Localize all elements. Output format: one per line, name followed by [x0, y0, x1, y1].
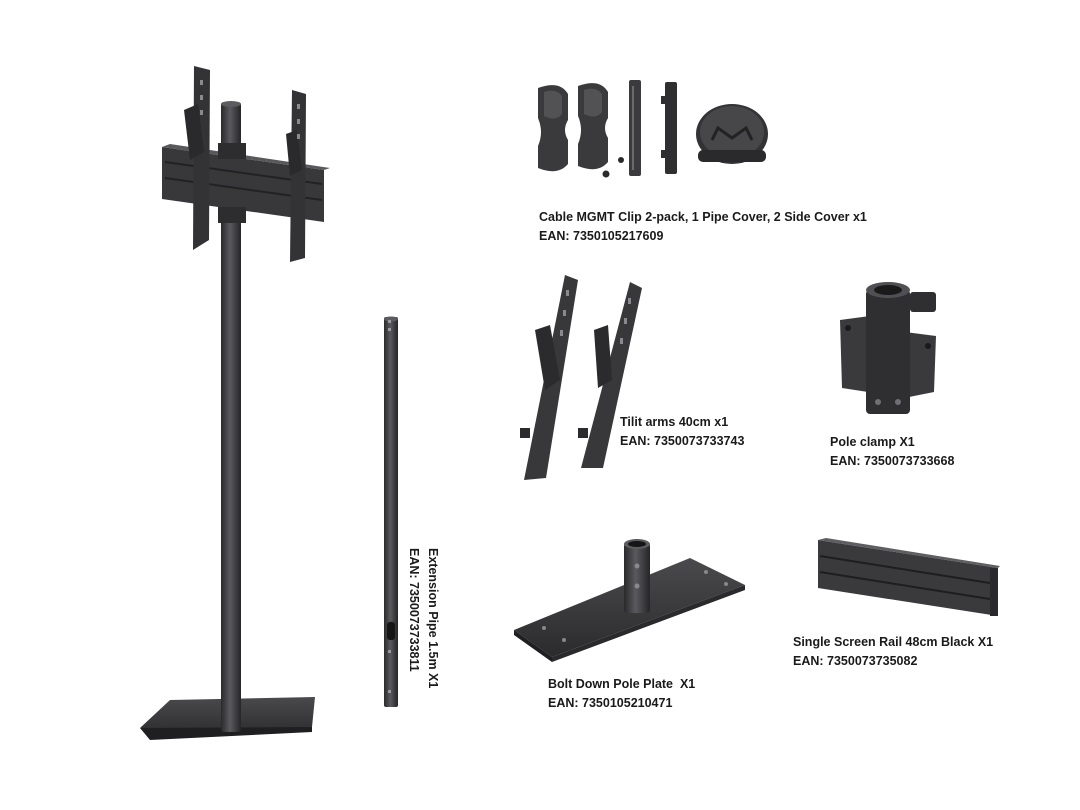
screen-rail-caption: Single Screen Rail 48cm Black X1 EAN: 73… — [793, 633, 993, 671]
cable-clip-name: Cable MGMT Clip 2-pack, 1 Pipe Cover, 2 … — [539, 210, 867, 224]
cable-clip-ean: EAN: 7350105217609 — [539, 229, 664, 243]
cable-clip-caption: Cable MGMT Clip 2-pack, 1 Pipe Cover, 2 … — [539, 208, 867, 246]
pole-clamp-ean: EAN: 7350073733668 — [830, 454, 955, 468]
screen-rail-ean: EAN: 7350073735082 — [793, 654, 918, 668]
pole-clamp-caption: Pole clamp X1 EAN: 7350073733668 — [830, 433, 954, 471]
extension-pipe-name: Extension Pipe 1.5m X1 — [426, 548, 440, 689]
pole-plate-image — [514, 539, 745, 662]
screen-rail-name: Single Screen Rail 48cm Black X1 — [793, 635, 994, 649]
pole-clamp-image — [840, 282, 936, 414]
extension-pipe-caption: Extension Pipe 1.5m X1 EAN: 735007373381… — [404, 548, 442, 688]
pole-plate-caption: Bolt Down Pole Plate X1 EAN: 73501052104… — [548, 675, 695, 713]
screen-rail-image — [818, 538, 1000, 616]
tilt-arms-name: Tilit arms 40cm x1 — [620, 415, 729, 429]
tilt-arms-caption: Tilit arms 40cm x1 EAN: 7350073733743 — [620, 413, 744, 451]
pole-plate-ean: EAN: 7350105210471 — [548, 696, 673, 710]
pole-clamp-name: Pole clamp X1 — [830, 435, 915, 449]
extension-pipe-ean: EAN: 7350073733811 — [407, 548, 421, 672]
cable-clip-image — [538, 80, 768, 178]
pole-plate-name: Bolt Down Pole Plate X1 — [548, 677, 696, 691]
tilt-arms-ean: EAN: 7350073733743 — [620, 434, 745, 448]
extension-pipe-image — [384, 316, 398, 707]
floor-stand-image — [140, 66, 330, 740]
tilt-arms-image — [520, 275, 642, 480]
